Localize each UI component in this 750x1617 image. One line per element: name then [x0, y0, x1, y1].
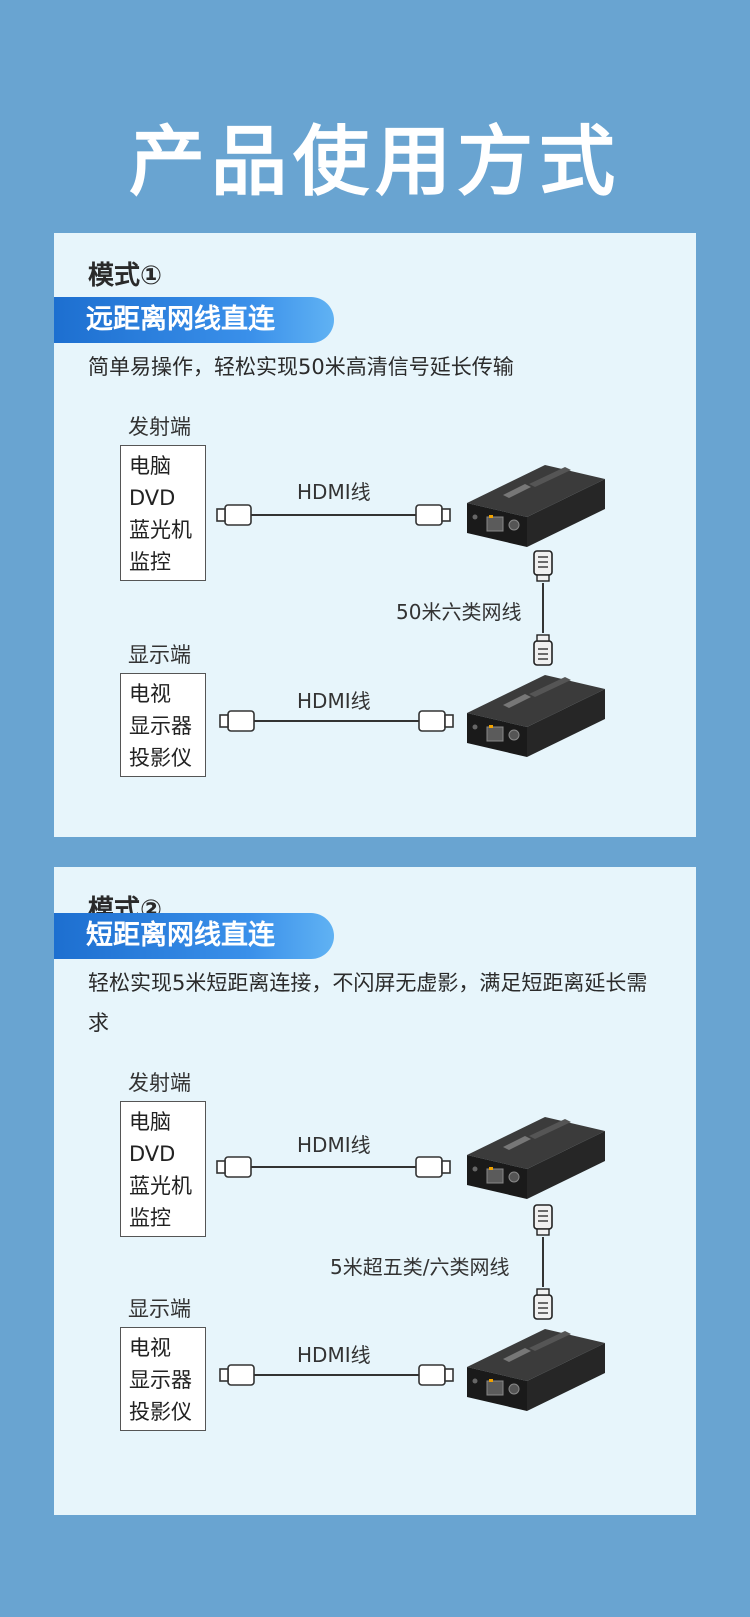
device-item: 电视: [129, 682, 171, 706]
hdmi-plug-icon: [415, 504, 451, 526]
rj45-plug-icon: [533, 1204, 553, 1236]
device-item: 电视: [129, 1336, 171, 1360]
mode-panel-2: 模式② 短距离网线直连 轻松实现5米短距离连接，不闪屏无虚影，满足短距离延长需求…: [54, 867, 696, 1515]
hdmi-plug-icon: [216, 504, 252, 526]
receiver-device-list: 电视 显示器 投影仪: [120, 673, 206, 777]
hdmi-cable-label: HDMI线: [297, 480, 371, 504]
device-item: 显示器: [129, 714, 192, 738]
sender-label: 发射端: [128, 1071, 191, 1095]
network-cable: [533, 550, 553, 666]
mode-label: 模式①: [88, 261, 163, 291]
sender-device-list: 电脑 DVD 蓝光机 监控: [120, 445, 206, 581]
hdmi-plug-icon: [415, 1156, 451, 1178]
device-item: 蓝光机: [129, 518, 192, 542]
hdmi-plug-icon: [418, 1364, 454, 1386]
hdmi-cable-bottom: [219, 710, 454, 732]
device-item: DVD: [129, 486, 176, 510]
hdmi-cable-label: HDMI线: [297, 689, 371, 713]
receiver-label: 显示端: [128, 643, 191, 667]
hdmi-cable-top: [216, 504, 451, 526]
receiver-device-list: 电视 显示器 投影仪: [120, 1327, 206, 1431]
device-item: 电脑: [129, 1110, 171, 1134]
sender-label: 发射端: [128, 415, 191, 439]
rj45-plug-icon: [533, 634, 553, 666]
page-title: 产品使用方式: [129, 117, 621, 206]
hdmi-cable-bottom: [219, 1364, 454, 1386]
device-item: 投影仪: [129, 1400, 192, 1424]
hdmi-plug-icon: [219, 710, 255, 732]
extender-device-icon: [466, 464, 606, 548]
sender-device-list: 电脑 DVD 蓝光机 监控: [120, 1101, 206, 1237]
device-item: 电脑: [129, 454, 171, 478]
hdmi-cable-label: HDMI线: [297, 1133, 371, 1157]
device-item: DVD: [129, 1142, 176, 1166]
mode-description: 轻松实现5米短距离连接，不闪屏无虚影，满足短距离延长需求: [88, 971, 648, 1035]
network-cable-label: 50米六类网线: [396, 600, 522, 624]
extender-device-icon: [466, 674, 606, 758]
connection-diagram: [216, 464, 606, 758]
device-item: 监控: [129, 1206, 171, 1230]
connection-diagram: [216, 1116, 606, 1412]
mode-description: 简单易操作，轻松实现50米高清信号延长传输: [88, 355, 514, 379]
hdmi-cable-top: [216, 1156, 451, 1178]
mode-pill: 远距离网线直连: [54, 297, 334, 343]
device-item: 蓝光机: [129, 1174, 192, 1198]
network-cable-label: 5米超五类/六类网线: [330, 1255, 510, 1279]
mode-pill: 短距离网线直连: [54, 913, 334, 959]
hdmi-cable-label: HDMI线: [297, 1343, 371, 1367]
network-cable: [533, 1204, 553, 1320]
hdmi-plug-icon: [216, 1156, 252, 1178]
rj45-plug-icon: [533, 550, 553, 582]
device-item: 监控: [129, 550, 171, 574]
hdmi-plug-icon: [219, 1364, 255, 1386]
hdmi-plug-icon: [418, 710, 454, 732]
receiver-label: 显示端: [128, 1297, 191, 1321]
extender-device-icon: [466, 1328, 606, 1412]
extender-device-icon: [466, 1116, 606, 1200]
mode-panel-1: 模式① 远距离网线直连 简单易操作，轻松实现50米高清信号延长传输 发射端 电脑…: [54, 233, 696, 837]
device-item: 投影仪: [129, 746, 192, 770]
rj45-plug-icon: [533, 1288, 553, 1320]
device-item: 显示器: [129, 1368, 192, 1392]
